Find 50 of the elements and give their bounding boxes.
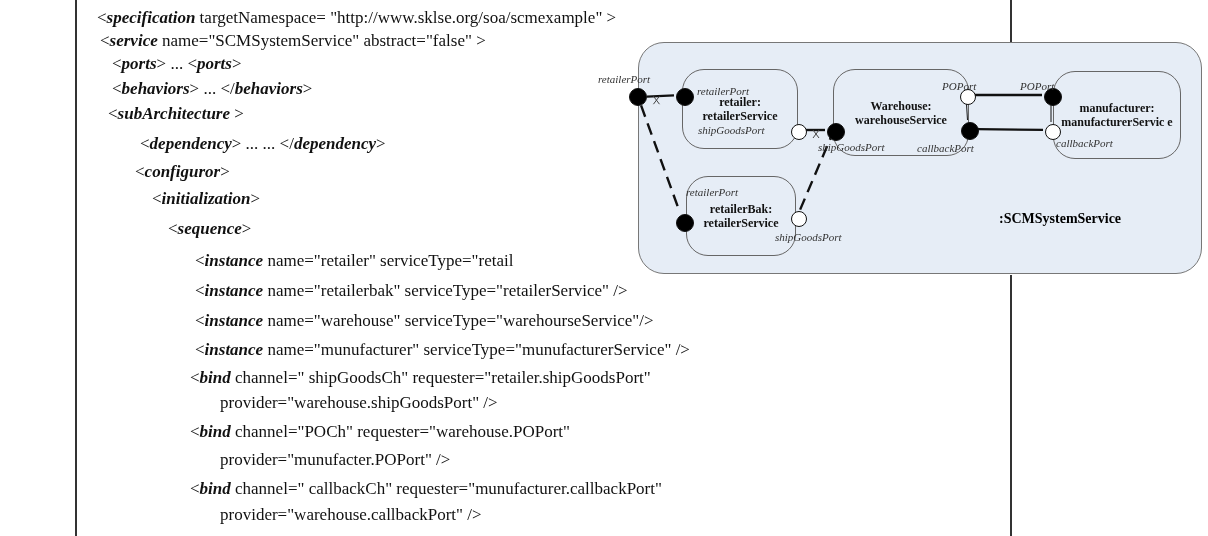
connector-line xyxy=(646,94,675,98)
component-name: Warehouse: warehouseService xyxy=(854,98,948,127)
container-title: :SCMSystemService xyxy=(999,211,1122,227)
port-circle xyxy=(961,122,979,140)
code-line: <instance name="retailer" serviceType="retail xyxy=(195,251,514,271)
code-line: <bind channel="POCh" requester="warehouse.POPort" xyxy=(190,422,570,442)
port-label: POPort xyxy=(1020,80,1055,92)
dashed-connector xyxy=(799,137,832,211)
port-label: retailerPort xyxy=(686,186,739,198)
port-label: POPort xyxy=(942,80,977,92)
connector-line xyxy=(974,93,1042,97)
port-circle xyxy=(676,214,694,232)
code-line: <sequence> xyxy=(168,219,252,239)
port-circle xyxy=(676,88,694,106)
port-label: callbackPort xyxy=(1056,137,1113,149)
connector-line xyxy=(965,102,968,121)
code-line: <initialization> xyxy=(152,189,260,209)
code-line: provider="munufacter.POPort" /> xyxy=(220,450,451,470)
code-line: <service name="SCMSystemService" abstract="false" > xyxy=(100,31,486,51)
code-line: <instance name="warehouse" serviceType="warehourseService"/> xyxy=(195,311,654,331)
component-name: retailerBak: retailerService xyxy=(702,202,780,230)
port-circle xyxy=(1044,88,1062,106)
port-label: shipGoodsPort xyxy=(698,124,765,136)
port-circle xyxy=(1045,124,1061,140)
connector-line xyxy=(805,128,825,132)
code-line: <instance name="munufacturer" serviceType="munufacturerService" /> xyxy=(195,340,690,360)
code-line: <configuror> xyxy=(135,162,230,182)
code-line: <dependency> ... ... </dependency> xyxy=(140,134,386,154)
code-line: <specification targetNamespace= "http://www.sklse.org/soa/scmexample" > xyxy=(97,8,617,28)
code-line: <bind channel=" shipGoodsCh" requester="retailer.shipGoodsPort" xyxy=(190,368,651,388)
port-circle xyxy=(960,89,976,105)
code-line: <bind channel=" callbackCh" requester="munufacturer.callbackPort" xyxy=(190,479,662,499)
component-name: manufacturer: manufacturerServic e xyxy=(1060,101,1174,129)
port-circle xyxy=(629,88,647,106)
port-circle xyxy=(791,211,807,227)
connector-line xyxy=(977,127,1043,132)
port-circle xyxy=(827,123,845,141)
connector-line xyxy=(1050,103,1052,123)
code-line: <ports> ... <ports> xyxy=(112,54,242,74)
code-line: <behaviors> ... </behaviors> xyxy=(112,79,313,99)
port-label: shipGoodsPort xyxy=(818,141,885,153)
port-label: retailerPort xyxy=(697,85,750,97)
code-line: <subArchitecture > xyxy=(108,104,244,124)
port-circle xyxy=(791,124,807,140)
code-line: provider="warehouse.shipGoodsPort" /> xyxy=(220,393,498,413)
code-line: <instance name="retailerbak" serviceType="retailerService" /> xyxy=(195,281,628,301)
port-label: shipGoodsPort xyxy=(775,231,842,243)
port-label: callbackPort xyxy=(917,142,974,154)
component-name: retailer: retailerService xyxy=(701,95,779,123)
code-line: provider="warehouse.callbackPort" /> xyxy=(220,505,482,525)
